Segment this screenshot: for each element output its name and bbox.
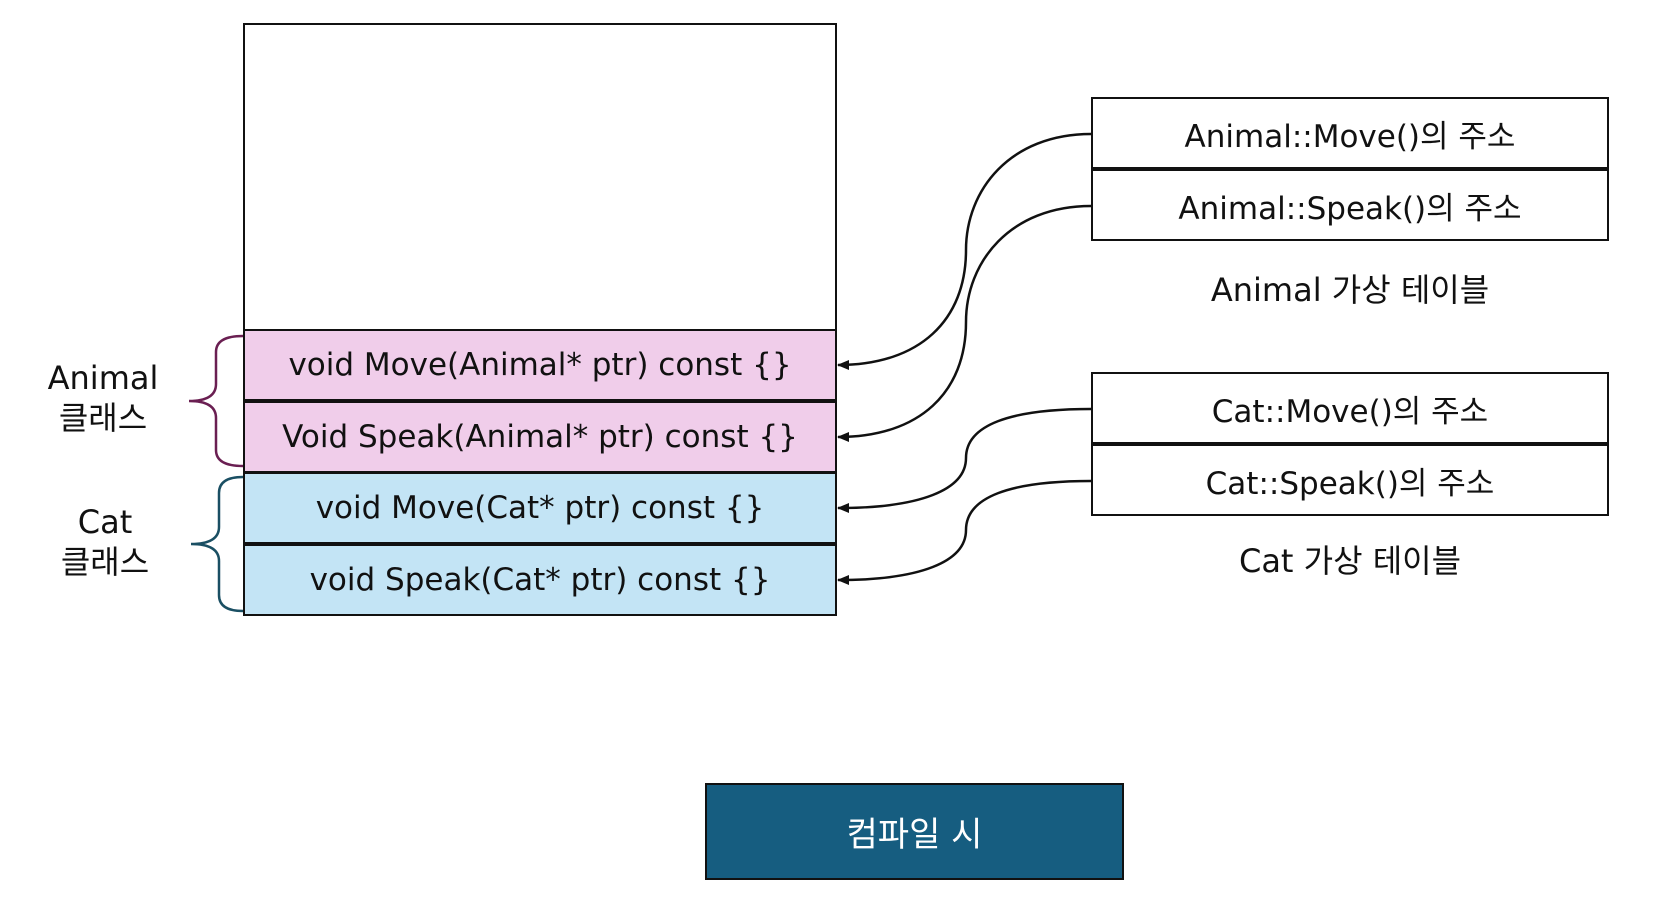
cat-speak-function: void Speak(Cat* ptr) const {} (243, 544, 837, 616)
cat-speak-pointer-arrow (837, 479, 1092, 585)
cat-move-function: void Move(Cat* ptr) const {} (243, 472, 837, 544)
animal-class-brace (188, 334, 244, 468)
cat-move-pointer-arrow (837, 407, 1092, 513)
cat-class-label-line1: Cat (77, 503, 133, 541)
cat-class-label: Cat 클래스 (35, 502, 175, 582)
animal-vtable-speak-entry: Animal::Speak()의 주소 (1091, 169, 1609, 241)
cat-vtable-speak-entry: Cat::Speak()의 주소 (1091, 444, 1609, 516)
animal-speak-function: Void Speak(Animal* ptr) const {} (243, 401, 837, 473)
cat-vtable-caption: Cat 가상 테이블 (1238, 542, 1462, 580)
animal-move-pointer-arrow (837, 132, 1092, 370)
animal-class-label-line1: Animal (47, 359, 159, 397)
cat-class-brace (190, 475, 244, 613)
animal-vtable-move-entry: Animal::Move()의 주소 (1091, 97, 1609, 169)
animal-class-label-line2: 클래스 (58, 399, 148, 437)
animal-speak-pointer-arrow (837, 204, 1092, 442)
cat-class-label-line2: 클래스 (60, 543, 150, 581)
animal-move-function: void Move(Animal* ptr) const {} (243, 329, 837, 401)
animal-class-label: Animal 클래스 (33, 358, 173, 438)
cat-vtable-move-entry: Cat::Move()의 주소 (1091, 372, 1609, 444)
animal-vtable-caption: Animal 가상 테이블 (1210, 271, 1490, 309)
compile-time-button[interactable]: 컴파일 시 (705, 783, 1124, 880)
